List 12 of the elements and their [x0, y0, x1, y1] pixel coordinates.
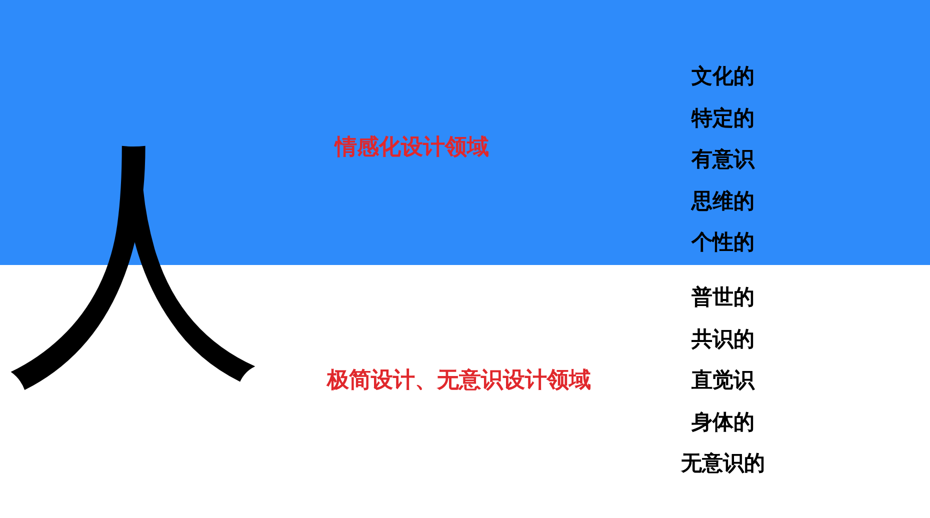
region-title: 情感化设计领域 [335, 137, 489, 159]
attribute-label: 直觉识 [692, 370, 754, 391]
attribute-label: 共识的 [692, 328, 754, 350]
attribute-label: 无意识的 [681, 453, 765, 474]
attribute-label: 身体的 [692, 412, 754, 432]
attribute-label: 普世的 [692, 287, 754, 308]
region-title: 极简设计、无意识设计领域 [327, 370, 591, 392]
attribute-label: 特定的 [692, 108, 754, 128]
attribute-label: 有意识 [692, 149, 754, 170]
attribute-label: 个性的 [692, 232, 754, 253]
attribute-label: 文化的 [692, 66, 754, 87]
attribute-label: 思维的 [692, 190, 754, 212]
